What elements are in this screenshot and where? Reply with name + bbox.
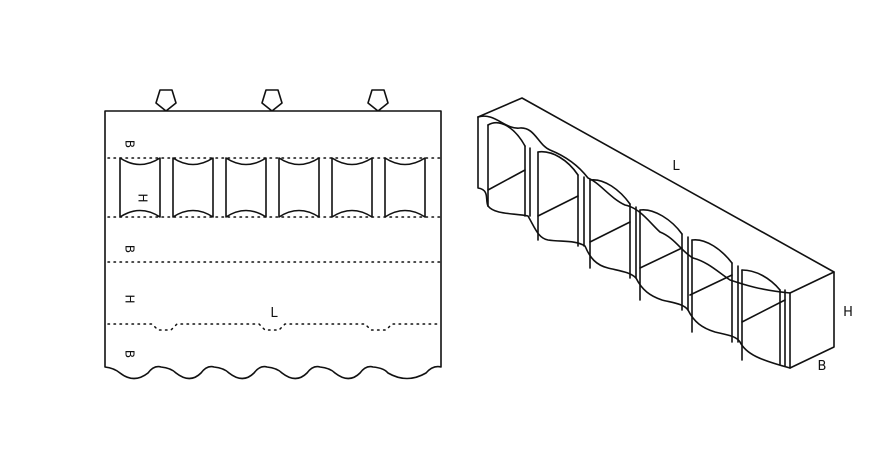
flat-label-h-lower: H bbox=[123, 294, 137, 303]
cell-curve bbox=[741, 269, 781, 291]
cell-cutout bbox=[331, 157, 373, 218]
cell-curve bbox=[639, 209, 683, 235]
cell-curve bbox=[589, 179, 631, 205]
divider-wall bbox=[487, 124, 531, 217]
box-inner-floor bbox=[487, 169, 786, 323]
flat-label-l: L bbox=[270, 306, 278, 321]
box-top-edges bbox=[477, 97, 835, 294]
box-dividers bbox=[487, 124, 781, 365]
flat-label-b-bottom: B bbox=[123, 350, 137, 358]
box-label-l: L bbox=[672, 159, 680, 174]
flat-label-b-middle: B bbox=[123, 245, 137, 253]
divider-wall bbox=[741, 269, 781, 365]
box-left-end bbox=[477, 116, 489, 207]
cell-curve bbox=[537, 150, 579, 176]
box-end-face bbox=[789, 271, 835, 369]
fold-line bbox=[107, 323, 441, 331]
divider-wall bbox=[691, 239, 739, 343]
cell-cutout bbox=[172, 157, 214, 218]
flat-label-b-top: B bbox=[123, 140, 137, 148]
cell-cutout bbox=[119, 157, 161, 218]
cell-cutout bbox=[384, 157, 426, 218]
box-label-h: H bbox=[843, 305, 853, 320]
cell-curve bbox=[487, 121, 526, 147]
cell-cutout bbox=[225, 157, 267, 218]
cell-curve bbox=[691, 239, 733, 264]
flat-label-h-upper: H bbox=[136, 193, 150, 202]
cell-cutouts bbox=[119, 157, 426, 218]
fold-lines bbox=[107, 157, 441, 331]
divider-wall bbox=[639, 209, 689, 311]
flat-outline bbox=[104, 89, 442, 380]
divider-wall bbox=[537, 151, 585, 247]
flat-dieline: B H B H L B bbox=[104, 89, 442, 380]
box-front-top-wave bbox=[477, 115, 791, 294]
divider-wall bbox=[589, 179, 637, 279]
box-bottom-wave bbox=[487, 205, 791, 369]
box-label-b: B bbox=[818, 359, 827, 374]
assembled-box: L H B bbox=[477, 97, 853, 374]
box-cell-curves bbox=[487, 121, 781, 291]
cell-cutout bbox=[278, 157, 320, 218]
